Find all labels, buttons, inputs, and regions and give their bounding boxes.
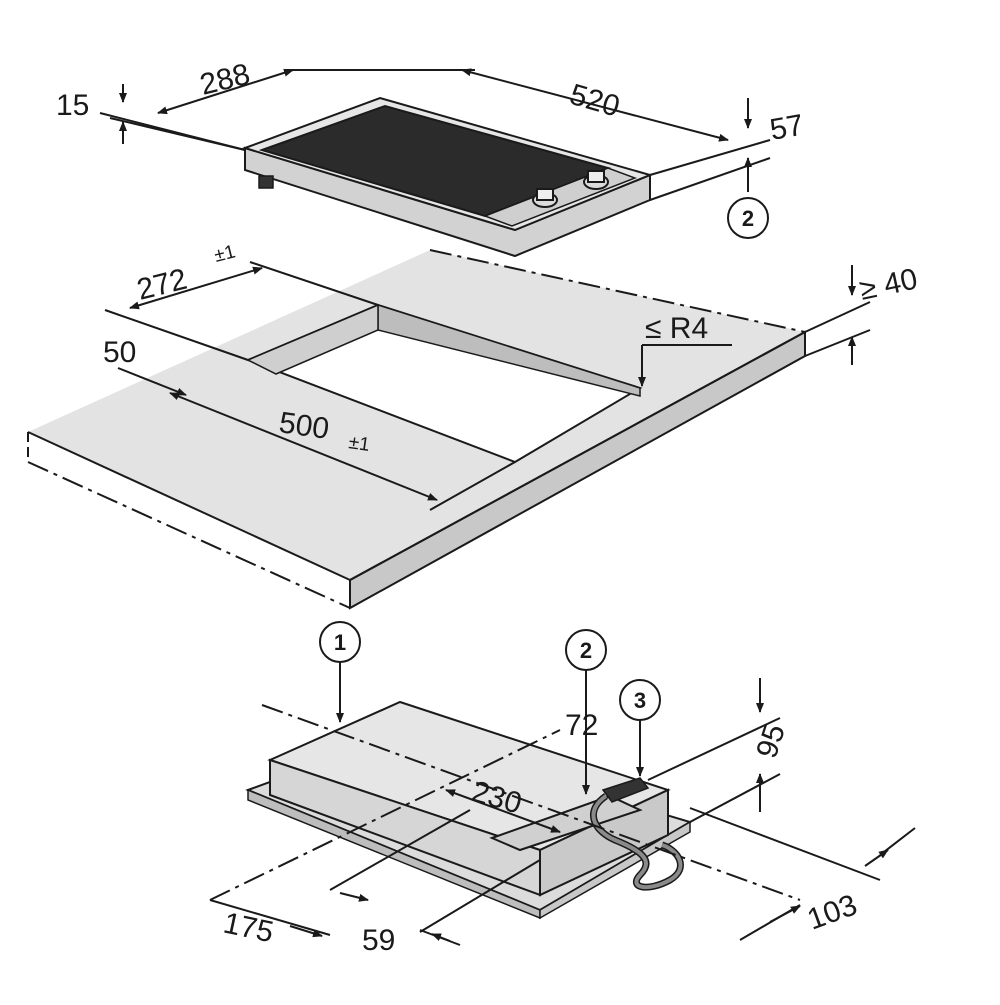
underside-drawing: 1 2 3 72 95 230 103 (209, 621, 916, 957)
dim-500-label: 500 (277, 406, 331, 446)
dim-72-label: 72 (565, 709, 598, 742)
svg-text:2: 2 (580, 638, 592, 663)
svg-text:3: 3 (634, 688, 646, 713)
dim-175-label: 175 (221, 907, 277, 950)
connector-block-icon (601, 777, 650, 803)
dim-57-label: 57 (767, 109, 806, 147)
callout-3: 3 (619, 679, 661, 777)
dim-line-230 (445, 789, 561, 833)
dim-288-label: 288 (197, 58, 254, 102)
dim-line-288 (157, 68, 294, 115)
dim-r4-label: ≤ R4 (645, 312, 708, 345)
hob-drawing: 288 520 15 57 2 (56, 58, 806, 258)
terminal-box (489, 794, 643, 852)
dim-59-label: 59 (362, 924, 395, 957)
knob-left-icon (532, 188, 558, 208)
knob-right-icon (583, 170, 609, 190)
dim-272-label: 272 (134, 263, 191, 307)
dim-line-520 (461, 68, 729, 142)
svg-text:1: 1 (334, 630, 346, 655)
dim-line-272 (129, 266, 263, 310)
svg-text:2: 2 (742, 206, 754, 231)
callout-2-top: 2 (727, 197, 769, 239)
dim-15-label: 15 (56, 89, 89, 122)
worktop-drawing: 272 ±1 50 500 ±1 ≤ R4 ≥ 40 (27, 241, 921, 610)
dim-103-label: 103 (803, 888, 861, 936)
dim-50-label: 50 (103, 336, 136, 369)
dim-95-label: 95 (750, 720, 792, 762)
hob-foot (258, 175, 274, 189)
dim-40-label: ≥ 40 (857, 262, 921, 306)
dim-520-label: 520 (566, 78, 623, 124)
cutout-inner-wall-left (246, 303, 379, 375)
dim-line-500 (169, 392, 438, 501)
dim-272-tolerance: ±1 (212, 241, 237, 266)
callout-2-bottom: 2 (565, 629, 607, 795)
callout-1: 1 (319, 621, 361, 723)
dim-500-tolerance: ±1 (347, 432, 371, 456)
dim-line-50 (117, 367, 187, 396)
